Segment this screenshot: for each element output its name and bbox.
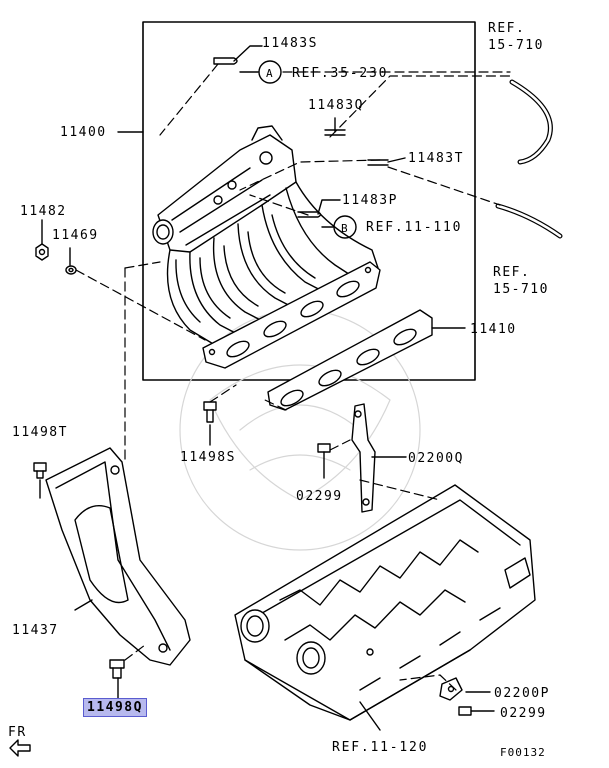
- washer-11469: [65, 265, 77, 275]
- part-label-11483t[interactable]: 11483T: [408, 151, 464, 166]
- gasket-11410: [267, 309, 433, 411]
- nut-11482: [35, 243, 49, 261]
- cylinder-head: [234, 484, 536, 721]
- vacuum-hose-upper: [509, 79, 553, 165]
- part-label-11483q[interactable]: 11483Q: [308, 98, 364, 113]
- callout-a-letter: A: [266, 67, 275, 80]
- part-label-11498t[interactable]: 11498T: [12, 425, 68, 440]
- part-label-11482[interactable]: 11482: [20, 204, 67, 219]
- bolt-11498s: [203, 401, 217, 423]
- part-label-02299-upper[interactable]: 02299: [296, 489, 343, 504]
- ref-15-710-top-line2[interactable]: 15-710: [488, 38, 544, 53]
- ref-11-120[interactable]: REF.11-120: [332, 740, 429, 755]
- figure-code: F00132: [500, 746, 546, 759]
- part-label-11410[interactable]: 11410: [470, 322, 517, 337]
- callout-circle-a: [258, 60, 282, 84]
- part-label-11469[interactable]: 11469: [52, 228, 99, 243]
- plate-02200p: [439, 677, 463, 701]
- ref-15-710-top-line1[interactable]: REF.: [488, 21, 526, 36]
- ref-11-110[interactable]: REF.11-110: [366, 220, 463, 235]
- part-label-11498q-highlighted[interactable]: 11498Q: [83, 698, 147, 717]
- part-label-11483s[interactable]: 11483S: [262, 36, 318, 51]
- part-label-11400[interactable]: 11400: [60, 125, 107, 140]
- bolt-11498t: [33, 462, 47, 479]
- ref-15-710-bottom-line2[interactable]: 15-710: [493, 282, 549, 297]
- dashed-guides: [75, 63, 511, 691]
- manifold-stay-11437: [45, 447, 191, 666]
- ref-15-710-bottom-line1[interactable]: REF.: [493, 265, 531, 280]
- bolt-02299-lower: [458, 706, 495, 716]
- callout-b-letter: B: [341, 222, 350, 235]
- part-label-11498s[interactable]: 11498S: [180, 450, 236, 465]
- part-label-11483p[interactable]: 11483P: [342, 193, 398, 208]
- bolt-11498q: [109, 659, 125, 679]
- vacuum-hose-lower: [495, 203, 563, 239]
- bracket-02200q: [351, 403, 376, 513]
- bolt-02299-upper: [317, 443, 331, 479]
- callout-circle-b: [333, 215, 357, 239]
- intake-manifold: [152, 125, 381, 369]
- part-label-02299-lower[interactable]: 02299: [500, 706, 547, 721]
- part-label-02200p[interactable]: 02200P: [494, 686, 550, 701]
- part-label-11437[interactable]: 11437: [12, 623, 59, 638]
- ref-35-230[interactable]: REF.35-230: [292, 66, 389, 81]
- front-direction-arrow: [9, 739, 31, 757]
- part-label-02200q[interactable]: 02200Q: [408, 451, 464, 466]
- front-label: FR: [8, 725, 27, 740]
